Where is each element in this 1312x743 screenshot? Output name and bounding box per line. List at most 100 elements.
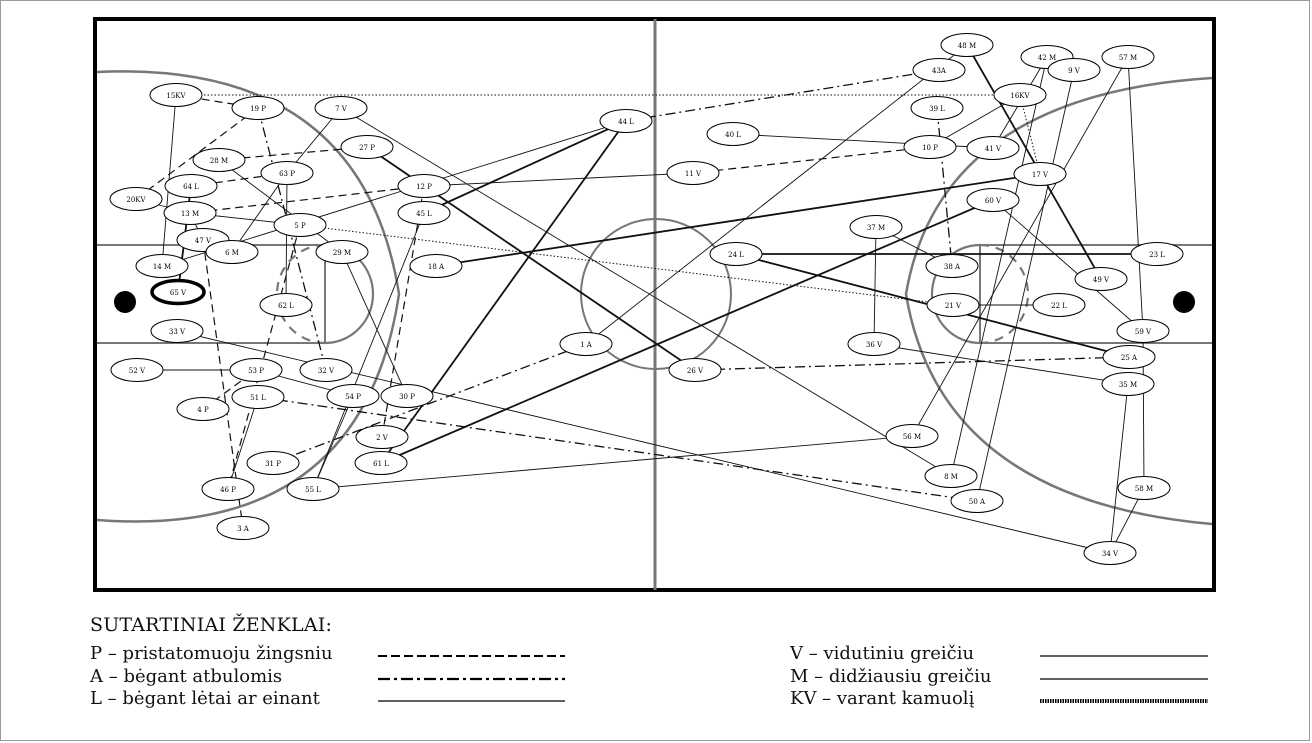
player-marker: 60 V xyxy=(966,188,1020,212)
player-marker: 6 M xyxy=(205,240,259,264)
player-label: 34 V xyxy=(1102,550,1119,558)
center-circle xyxy=(580,218,732,370)
player-marker: 65 V xyxy=(150,278,206,306)
player-ellipse xyxy=(599,109,653,133)
player-ellipse xyxy=(940,33,994,57)
player-ellipse xyxy=(668,358,722,382)
player-label: 53 P xyxy=(248,367,264,375)
player-label: 21 V xyxy=(945,302,962,310)
player-marker: 3 A xyxy=(216,516,270,540)
player-marker: 11 V xyxy=(666,161,720,185)
player-label: 26 V xyxy=(687,367,704,375)
legend-title: SUTARTINIAI ŽENKLAI: xyxy=(90,614,333,636)
player-label: 56 M xyxy=(903,433,921,441)
player-ellipse xyxy=(315,240,369,264)
player-ellipse xyxy=(706,122,760,146)
player-marker: 2 V xyxy=(355,425,409,449)
player-marker: 10 P xyxy=(903,135,957,159)
path-m xyxy=(380,199,994,464)
legend-line-a xyxy=(378,677,565,681)
player-label: 35 M xyxy=(1119,381,1137,389)
player-label: 20KV xyxy=(126,196,146,204)
player-label: 12 P xyxy=(416,183,432,191)
player-marker: 35 M xyxy=(1101,372,1155,396)
player-ellipse xyxy=(273,213,327,237)
player-label: 46 P xyxy=(220,486,236,494)
player-ellipse xyxy=(1101,372,1155,396)
player-label: 22 L xyxy=(1051,302,1067,310)
path-l xyxy=(992,199,1144,332)
player-marker: 29 M xyxy=(315,240,369,264)
player-marker: 57 M xyxy=(1101,45,1155,69)
player-marker: 59 V xyxy=(1116,319,1170,343)
path-a xyxy=(625,69,940,122)
player-label: 47 V xyxy=(195,237,212,245)
player-marker: 53 P xyxy=(229,358,283,382)
player-ellipse xyxy=(1101,45,1155,69)
player-label: 37 M xyxy=(867,224,885,232)
player-label: 3 A xyxy=(237,525,250,533)
player-marker: 25 A xyxy=(1102,345,1156,369)
player-ellipse xyxy=(314,96,368,120)
player-ellipse xyxy=(150,319,204,343)
player-label: 8 M xyxy=(944,473,958,481)
player-label: 64 L xyxy=(183,183,199,191)
player-ellipse xyxy=(1074,267,1128,291)
player-ellipse xyxy=(216,516,270,540)
player-label: 40 L xyxy=(725,131,741,139)
player-label: 57 M xyxy=(1119,54,1137,62)
player-label: 49 V xyxy=(1093,276,1110,284)
player-marker: 22 L xyxy=(1032,293,1086,317)
player-ellipse xyxy=(164,174,218,198)
player-marker: 21 V xyxy=(926,293,980,317)
player-label: 61 L xyxy=(373,460,389,468)
player-label: 65 V xyxy=(170,289,187,297)
player-label: 38 A xyxy=(944,263,961,271)
player-ellipse xyxy=(354,451,408,475)
player-ellipse xyxy=(925,254,979,278)
player-ellipse xyxy=(149,83,203,107)
player-label: 63 P xyxy=(279,170,295,178)
player-marker: 14 M xyxy=(135,254,189,278)
path-l xyxy=(312,395,354,490)
path-a xyxy=(936,107,953,267)
legend-item-kv: KV – varant kamuolį xyxy=(790,688,975,709)
player-ellipse xyxy=(110,358,164,382)
player-ellipse xyxy=(1047,58,1101,82)
player-label: 30 P xyxy=(399,393,415,401)
legend-item-p: P – pristatomuoju žingsniu xyxy=(90,643,333,664)
player-marker: 52 V xyxy=(110,358,164,382)
player-label: 52 V xyxy=(129,367,146,375)
left-key-dashed-arc xyxy=(275,243,326,345)
player-label: 58 M xyxy=(1135,485,1153,493)
player-label: 44 L xyxy=(618,118,634,126)
player-ellipse xyxy=(1130,242,1184,266)
player-ellipse xyxy=(326,384,380,408)
player-marker: 23 L xyxy=(1130,242,1184,266)
player-label: 41 V xyxy=(985,145,1002,153)
legend-item-a: A – bėgant atbulomis xyxy=(90,666,283,687)
player-label: 10 P xyxy=(922,144,938,152)
path-a xyxy=(257,396,978,502)
player-ellipse xyxy=(885,424,939,448)
player-marker: 33 V xyxy=(150,319,204,343)
player-label: 55 L xyxy=(305,486,321,494)
player-label: 4 P xyxy=(197,406,209,414)
player-label: 14 M xyxy=(153,263,171,271)
path-p xyxy=(202,239,244,529)
player-label: 18 A xyxy=(428,263,445,271)
player-label: 48 M xyxy=(958,42,976,50)
player-ellipse xyxy=(910,96,964,120)
player-ellipse xyxy=(849,215,903,239)
player-marker: 27 P xyxy=(340,135,394,159)
player-label: 45 L xyxy=(416,210,432,218)
path-l xyxy=(218,159,343,253)
player-ellipse xyxy=(709,242,763,266)
player-ellipse xyxy=(205,240,259,264)
player-marker: 9 V xyxy=(1047,58,1101,82)
player-label: 25 A xyxy=(1121,354,1138,362)
player-marker: 18 A xyxy=(409,254,463,278)
player-marker: 55 L xyxy=(286,477,340,501)
left-three-point-arc xyxy=(96,70,401,523)
